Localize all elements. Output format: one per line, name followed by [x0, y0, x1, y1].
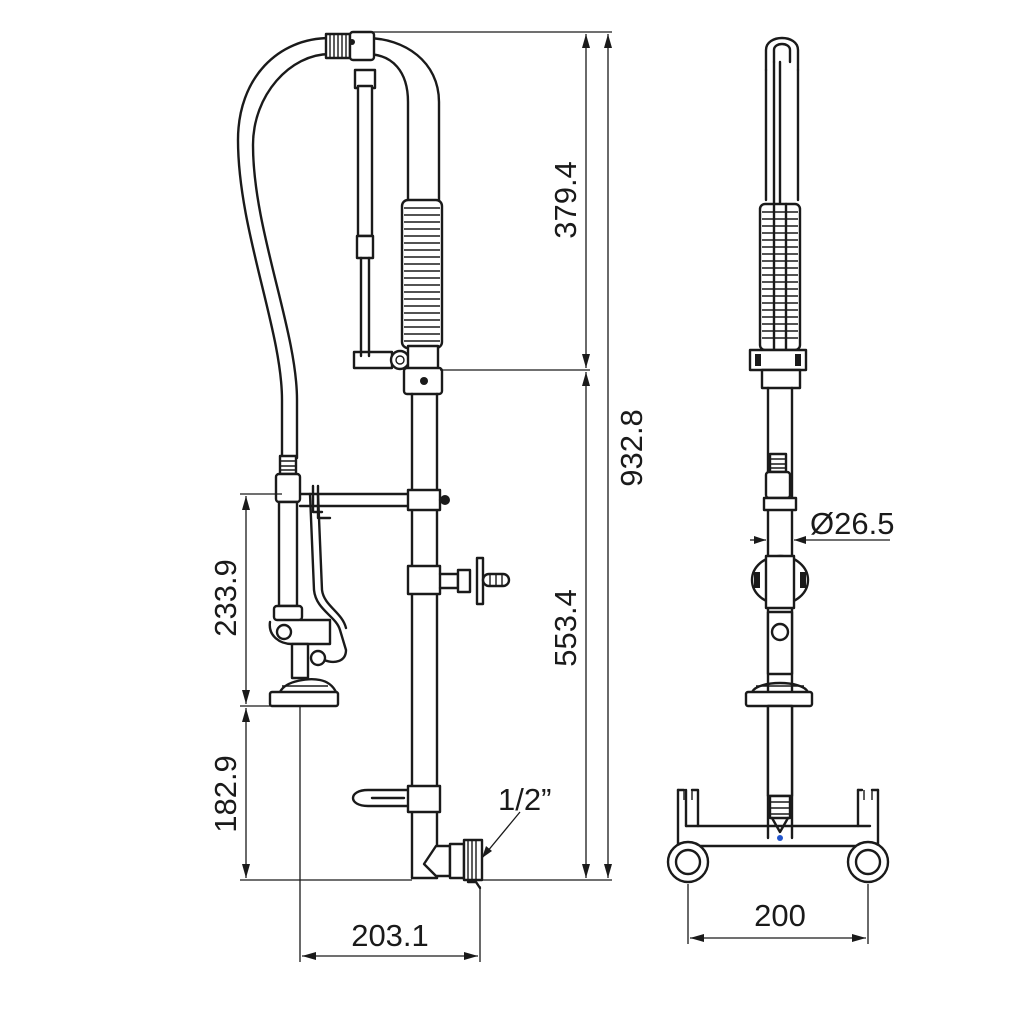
- wall-bracket-arm: [298, 484, 450, 520]
- flex-hose: [236, 36, 332, 460]
- dim-label-total-height: 932.8: [614, 409, 649, 487]
- front-view: [666, 36, 890, 884]
- side-view: [236, 30, 511, 890]
- front-bracket: [750, 554, 810, 610]
- center-marker: [777, 835, 783, 841]
- dim-label-pipe-diameter: Ø26.5: [810, 506, 894, 541]
- front-collar: [748, 348, 808, 390]
- pre-rinse-sprayer: [268, 454, 348, 708]
- dim-label-sprayer-length: 233.9: [208, 559, 243, 637]
- front-sprayer-head: [744, 610, 814, 841]
- side-view-dimensions: 379.4 553.4 932.8 233.9 182.9 203.1 1/2”: [208, 31, 649, 962]
- dim-label-upper-section: 379.4: [548, 161, 583, 239]
- front-spring: [758, 202, 802, 352]
- front-crossbar: [666, 788, 890, 884]
- spring-coil: [400, 198, 444, 374]
- front-view-dimensions: Ø26.5 200: [687, 506, 894, 944]
- mid-valve: [406, 556, 511, 606]
- hose-coupling: [324, 30, 376, 62]
- dim-label-sprayer-to-base: 182.9: [208, 755, 243, 833]
- dim-label-inlet-thread: 1/2”: [498, 782, 551, 817]
- hose-hook: [351, 784, 442, 814]
- gooseneck-tube: [364, 36, 441, 202]
- dim-label-reach: 203.1: [351, 918, 429, 953]
- dim-label-inlet-spacing: 200: [754, 898, 806, 933]
- support-rod: [352, 68, 411, 371]
- dim-label-lower-section: 553.4: [548, 589, 583, 667]
- wall-inlet: [422, 838, 484, 890]
